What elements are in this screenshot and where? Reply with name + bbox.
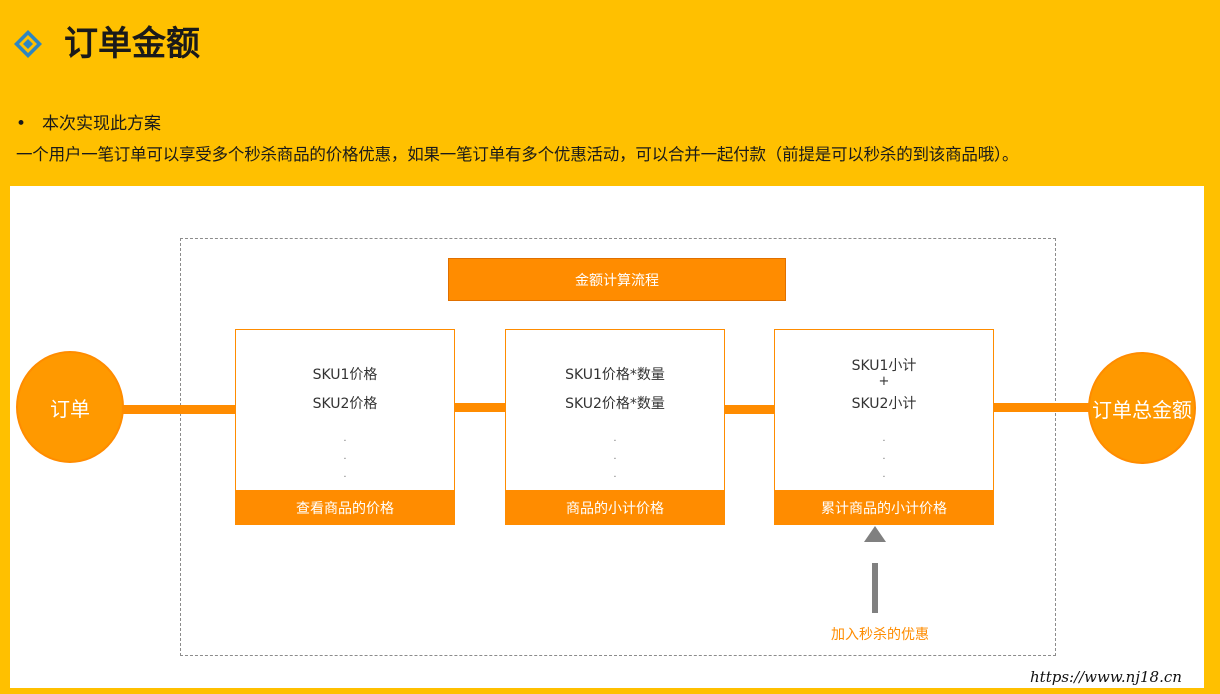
arrow-up-icon [864,526,886,542]
box-line-2: SKU2价格*数量 [565,396,665,412]
bullet-text: 本次实现此方案 [42,114,161,134]
connector-1-2 [454,403,506,412]
box-line-1: SKU1价格 [312,367,378,383]
ellipsis-dots: ... [882,433,886,480]
page-title: 订单金额 [64,24,200,64]
total-box: SKU1小计 + SKU2小计 ... 累计商品的小计价格 [774,329,994,525]
connector-end [992,403,1090,412]
ellipsis-dots: ... [343,433,347,480]
box-footer: 查看商品的价格 [235,490,455,525]
box-plus: + [878,374,890,389]
price-box: SKU1价格 SKU2价格 ... 查看商品的价格 [235,329,455,525]
dashed-frame [180,238,1056,656]
connector-2-3 [724,405,774,414]
start-node-circle: 订单 [16,351,124,463]
description-text: 一个用户一笔订单可以享受多个秒杀商品的价格优惠，如果一笔订单有多个优惠活动，可以… [16,145,1019,164]
end-node-circle: 订单总金额 [1088,352,1196,464]
promo-label: 加入秒杀的优惠 [831,627,929,643]
box-footer: 商品的小计价格 [505,490,725,525]
bullet-item: • 本次实现此方案 [16,112,161,136]
watermark: https://www.nj18.cn [1030,668,1182,686]
arrow-shaft [872,563,878,613]
box-footer: 累计商品的小计价格 [774,490,994,525]
bullet-dot-icon: • [16,114,27,134]
box-line-2: SKU2小计 [851,396,917,412]
ellipsis-dots: ... [613,433,617,480]
diamond-bullet-icon [14,30,42,58]
box-line-2: SKU2价格 [312,396,378,412]
box-line-1: SKU1小计 [851,358,917,374]
connector-start [122,405,236,414]
box-line-1: SKU1价格*数量 [565,367,665,383]
flow-title-box: 金额计算流程 [448,258,786,301]
subtotal-box: SKU1价格*数量 SKU2价格*数量 ... 商品的小计价格 [505,329,725,525]
